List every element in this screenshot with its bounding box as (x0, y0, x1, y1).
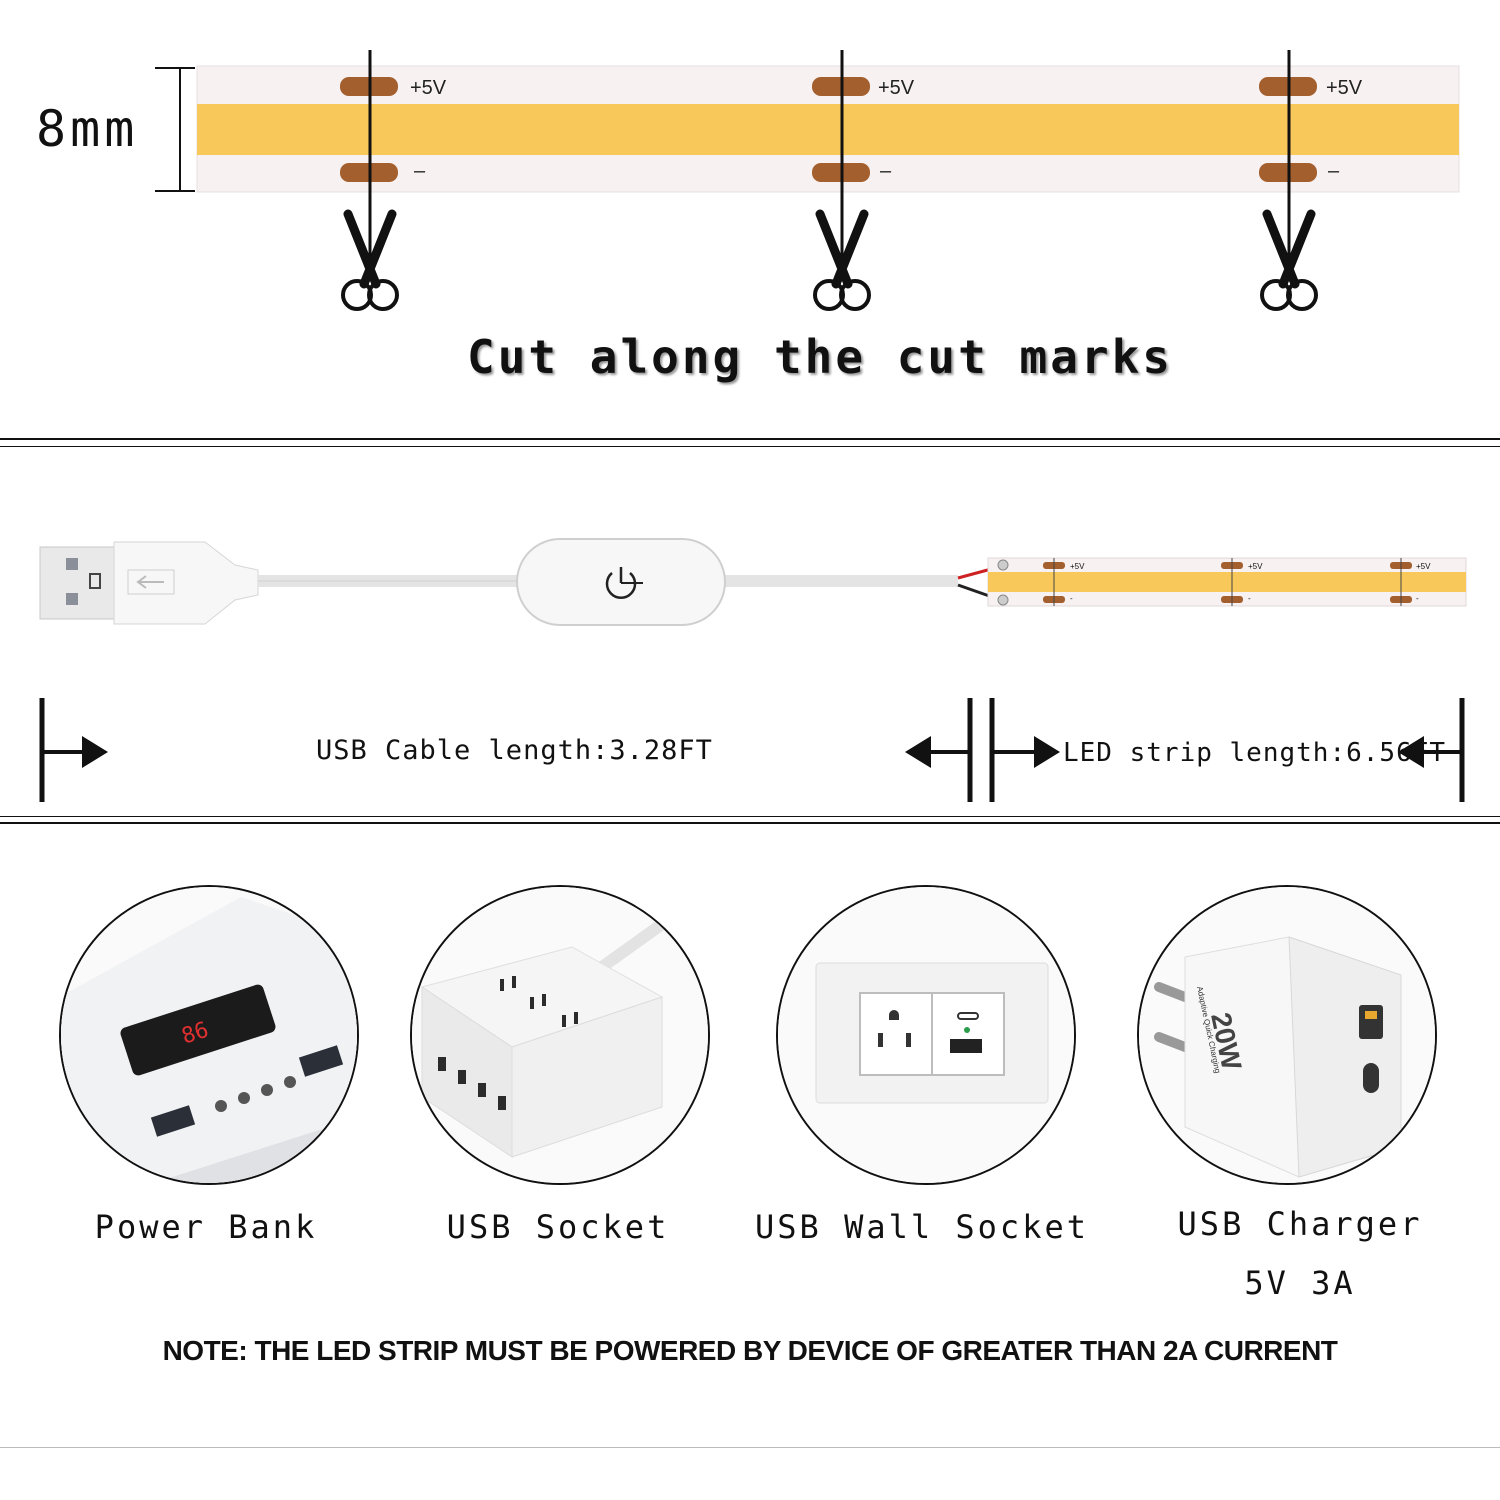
arrow-left-icon (1398, 736, 1424, 768)
pad-label-negative: – (880, 160, 892, 182)
scissors-icon (341, 209, 399, 311)
cob-light-line (197, 104, 1459, 155)
divider (0, 816, 1500, 817)
device-sublabel-usb-charger: 5V 3A (1244, 1264, 1356, 1302)
usb-plug-icon (39, 541, 259, 625)
scissors-icon (1260, 209, 1318, 311)
cut-instruction: Cut along the cut marks (467, 330, 1173, 384)
pad-label-negative: – (1328, 160, 1340, 182)
device-label-power-bank: Power Bank (94, 1208, 318, 1246)
mini-pad-negative: - (1070, 594, 1073, 603)
power-button-icon (605, 567, 643, 599)
scissors-icon (813, 209, 871, 311)
pad-label-positive: +5V (1326, 77, 1363, 99)
mini-pad-negative: - (1248, 594, 1251, 603)
device-label-usb-socket: USB Socket (446, 1208, 670, 1246)
arrow-left-icon (905, 736, 931, 768)
pad-label-positive: +5V (878, 77, 915, 99)
led-strip-length-label: LED strip length:6.56FT (1063, 738, 1447, 768)
cable-drawing (39, 538, 1467, 802)
strip-diagram: 8mm +5V – +5V – +5V – Cut along the cut … (0, 0, 1500, 420)
mini-pad-positive: +5V (1248, 562, 1263, 571)
divider (0, 822, 1500, 824)
strip-drawing (155, 50, 1460, 311)
usb-charger-image: 20W Adaptive Quick Charging (1137, 885, 1437, 1185)
usb-cable-length-label: USB Cable length:3.28FT (316, 735, 713, 766)
power-requirement-note: NOTE: THE LED STRIP MUST BE POWERED BY D… (162, 1335, 1338, 1366)
bottom-divider (0, 1447, 1500, 1448)
mini-pad-negative: - (1416, 594, 1419, 603)
arrow-right-icon (1034, 736, 1060, 768)
divider (0, 438, 1500, 440)
device-label-usb-charger: USB Charger (1177, 1205, 1423, 1243)
strip-width-label: 8mm (36, 100, 139, 158)
device-label-usb-wall-socket: USB Wall Socket (755, 1208, 1089, 1246)
mini-pad-positive: +5V (1070, 562, 1085, 571)
cable-diagram: +5V +5V +5V - - - USB Cable length:3.28F… (0, 450, 1500, 820)
divider (0, 446, 1500, 447)
usb-wall-socket-image (776, 885, 1076, 1185)
pad-label-positive: +5V (410, 77, 447, 99)
power-bank-image: 86 (59, 885, 359, 1185)
mini-pad-positive: +5V (1416, 562, 1431, 571)
arrow-right-icon (82, 736, 108, 768)
usb-socket-image (410, 885, 710, 1185)
pad-label-negative: – (414, 160, 426, 182)
